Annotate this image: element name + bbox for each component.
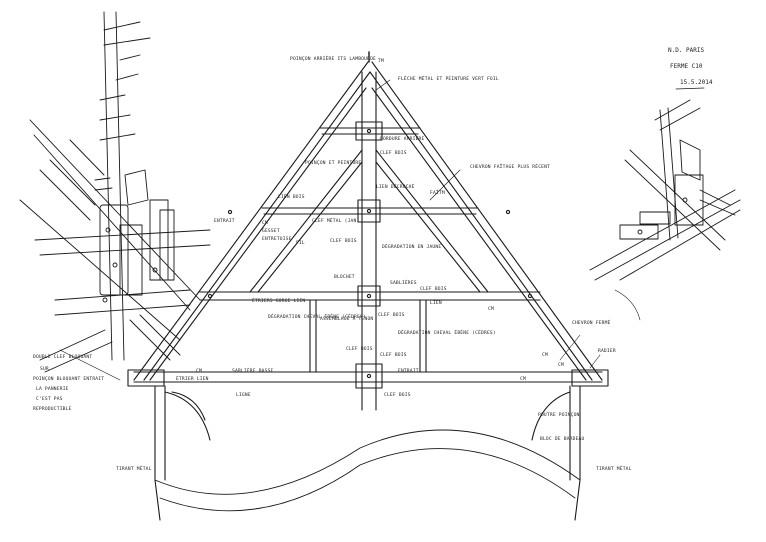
label-degradation-jaune: DÉGRADATION EN JAUNE	[382, 242, 441, 250]
label-tirant-metal-right: TIRANT MÉTAL	[596, 464, 632, 472]
label-clef-bois-mid: CLEF BOIS	[330, 238, 357, 244]
side-note-line-5: C'EST PAS	[36, 396, 63, 402]
label-sabliere-basse: SABLIÈRE BASSE	[232, 366, 274, 374]
label-etrier-lien: ÉTRIERS GORGE LIEN	[252, 296, 305, 304]
side-note: DOUBLE CLEF BLOQUANT SUR POINÇON BLOQUAN…	[33, 354, 104, 412]
truss-labels: POINÇON ARRIÈRE ITS LAMBOURDE TM FLÈCHE …	[116, 54, 632, 472]
label-cm-right-upper: CM	[488, 306, 494, 312]
side-note-line-3: POINÇON BLOQUANT ENTRAIT	[33, 376, 104, 382]
label-tm-top: TM	[378, 58, 384, 64]
label-bloc-bardeau: BLOC DE BARDEAU	[540, 436, 585, 442]
label-blochet: BLOCHET	[334, 274, 355, 280]
label-sablieres: SABLIÈRES	[390, 278, 417, 286]
label-fil: FIL	[296, 240, 305, 246]
label-faitm: FAÎTM	[430, 189, 445, 196]
label-clef-metal: CLEF MÉTAL (JAN)	[312, 216, 359, 224]
label-degradation-left: DÉGRADATION CHEVAL ÉBÈNE (CÉDRES)	[268, 312, 366, 320]
label-cm-far-right: CM	[558, 362, 564, 368]
label-clef-bois-bottom: CLEF BOIS	[384, 392, 411, 398]
side-note-line-4: LA PANNERIE	[36, 386, 69, 392]
label-cm-left: CM	[262, 220, 268, 226]
label-etrier-left: ÉTRIER LIEN	[176, 374, 209, 382]
title-line-1: N.D. PARIS	[668, 47, 705, 54]
label-entrait-bas: ENTRAIT	[398, 368, 419, 374]
main-truss	[59, 51, 641, 521]
label-poincon-arriere: POINÇON ARRIÈRE ITS LAMBOURDE	[290, 54, 376, 62]
title-underline	[675, 87, 705, 90]
label-radier: RADIER	[598, 348, 616, 354]
label-clef-bois-low: CLEF BOIS	[346, 346, 373, 352]
label-entrait-haut: ENTRAIT	[214, 218, 235, 224]
label-chevron-faitage: CHEVRON FAÎTAGE PLUS RÉCENT	[470, 162, 550, 170]
label-clef-bois-top: CLEF BOIS	[380, 150, 407, 156]
left-detail-sketch	[19, 11, 211, 373]
label-lien-bois: LIEN BOIS	[278, 194, 305, 200]
label-cm-base: CM	[520, 376, 526, 382]
label-fleche-metal: FLÈCHE MÉTAL ET PEINTURE VERT FOIL	[398, 74, 499, 82]
label-bordure-arriere: BORDURE ARRIÈRE	[380, 134, 425, 142]
label-gesset-left: GESSET	[262, 228, 280, 234]
label-entretoise: ENTRETOISE	[262, 236, 292, 242]
label-chevron-ferme: CHEVRON FERMÉ	[572, 318, 611, 326]
side-note-line-1: DOUBLE CLEF BLOQUANT	[33, 354, 92, 360]
label-degradation-right: DÉGRADATION CHEVAL ÉBÈNE (CÉDRES)	[398, 328, 496, 336]
side-note-line-2: SUR	[40, 366, 49, 372]
label-clef-bois-center: CLEF BOIS	[378, 312, 405, 318]
label-lien-right: LIEN	[430, 300, 442, 306]
label-tirant-metal-left: TIRANT MÉTAL	[116, 464, 152, 472]
side-note-line-6: REPRODUCTIBLE	[33, 406, 72, 412]
right-detail-sketch	[589, 99, 741, 281]
label-lien-decroche: LIEN DÉCROCHÉ	[376, 182, 415, 190]
label-assemblage: ASSEMBLAGE À TENON	[320, 315, 373, 322]
title-line-2: FERME C10	[670, 63, 703, 70]
label-poincon-haut: POINÇON ET PEINTURE	[305, 160, 361, 166]
label-clef-bois-right: CLEF BOIS	[420, 286, 447, 292]
label-ligne-right: LIGNE	[236, 392, 251, 398]
label-poutre-poincon: POUTRE POINÇON	[538, 412, 580, 418]
title-block: N.D. PARIS FERME C10 15.5.2014	[668, 47, 713, 90]
title-line-3: 15.5.2014	[680, 79, 713, 86]
label-cm-right: CM	[542, 352, 548, 358]
label-cm-left-low: CM	[196, 368, 202, 374]
label-clef-bois-low2: CLEF BOIS	[380, 352, 407, 358]
